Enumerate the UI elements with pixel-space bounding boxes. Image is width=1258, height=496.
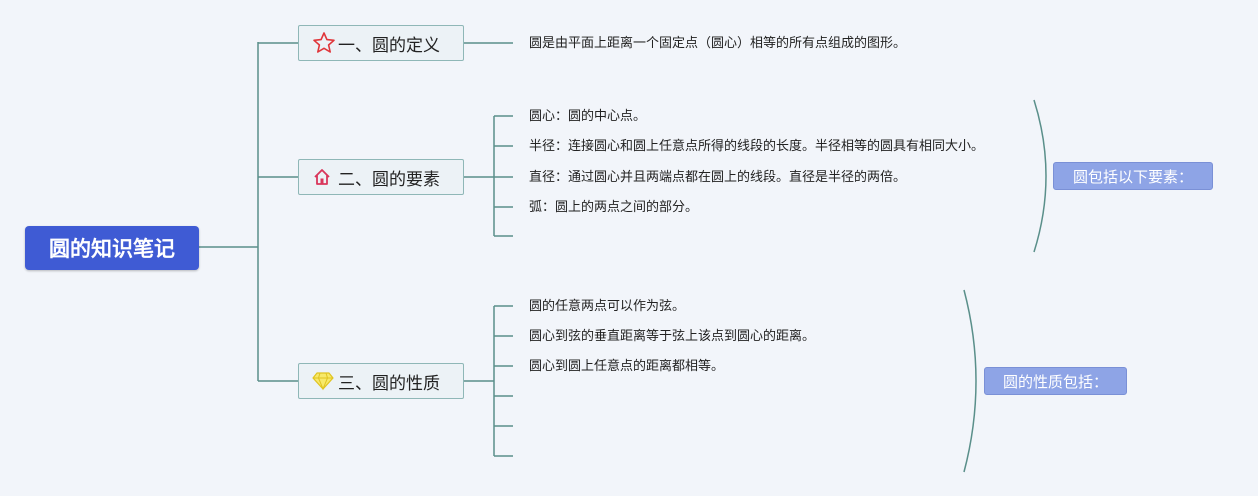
leaf-definition-1[interactable]: 圆是由平面上距离一个固定点（圆心）相等的所有点组成的图形。 [529, 36, 907, 51]
summary-label: 圆的性质包括： [1002, 372, 1108, 391]
branch-properties[interactable]: 三、圆的性质 [298, 363, 464, 399]
leaf-property-1[interactable]: 圆的任意两点可以作为弦。 [529, 299, 686, 314]
leaf-radius[interactable]: 半径：连接圆心和圆上任意点所得的线段的长度。半径相等的圆具有相同大小。 [529, 139, 985, 154]
branch-definition[interactable]: 一、圆的定义 [298, 25, 464, 61]
leaf-arc[interactable]: 弧：圆上的两点之间的部分。 [529, 200, 699, 215]
branch-2-leaf-ticks [494, 115, 513, 237]
summary-elements[interactable]: 圆包括以下要素： [1053, 162, 1213, 190]
root-topic[interactable]: 圆的知识笔记 [25, 226, 199, 270]
leaf-diameter[interactable]: 直径：通过圆心并且两端点都在圆上的线段。直径是半径的两倍。 [529, 170, 907, 185]
branch-elements[interactable]: 二、圆的要素 [298, 159, 464, 195]
leaf-center[interactable]: 圆心：圆的中心点。 [529, 109, 647, 124]
star-icon [312, 30, 338, 56]
summary-brace-properties [963, 289, 977, 473]
branch-label: 一、圆的定义 [338, 35, 440, 56]
leaf-property-2[interactable]: 圆心到弦的垂直距离等于弦上该点到圆心的距离。 [529, 329, 816, 344]
root-title: 圆的知识笔记 [49, 237, 175, 261]
leaf-property-3[interactable]: 圆心到圆上任意点的距离都相等。 [529, 359, 725, 374]
branch-3-leaf-ticks [494, 305, 513, 457]
house-icon [312, 164, 338, 190]
summary-brace-elements [1033, 99, 1047, 253]
branch-label: 二、圆的要素 [338, 169, 440, 190]
summary-properties[interactable]: 圆的性质包括： [984, 367, 1127, 395]
diamond-icon [312, 368, 338, 394]
branch-label: 三、圆的性质 [338, 373, 440, 394]
summary-label: 圆包括以下要素： [1072, 167, 1193, 186]
